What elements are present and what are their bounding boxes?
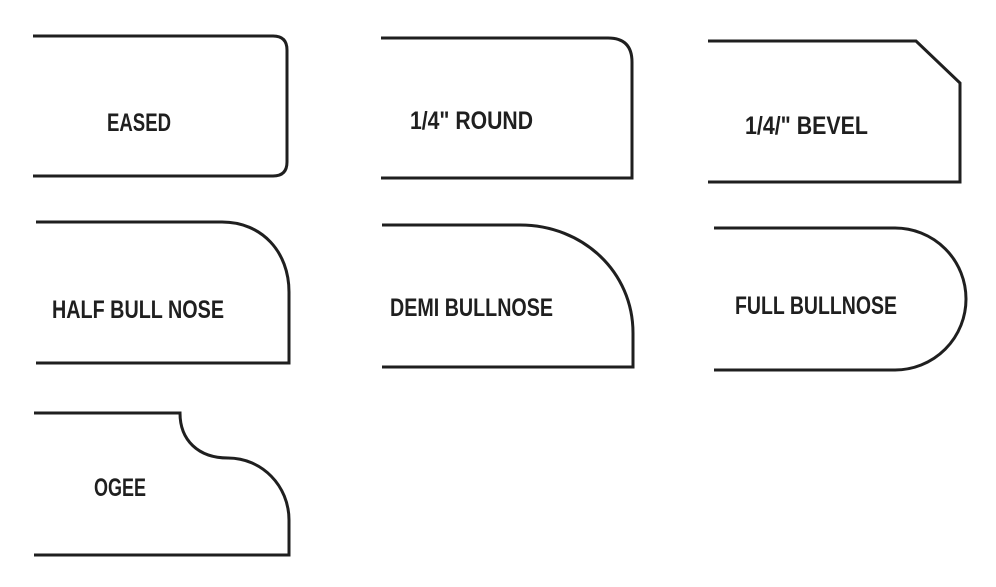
profile-quarter-bevel: 1/4/" BEVEL — [708, 39, 962, 184]
profile-demi-bullnose: DEMI BULLNOSE — [382, 223, 635, 369]
profile-half-bull-nose: HALF BULL NOSE — [36, 220, 291, 365]
eased-edge-outline — [33, 34, 289, 178]
eased-label: EASED — [107, 109, 171, 137]
profile-eased: EASED — [33, 34, 289, 178]
quarter-bevel-edge-outline — [708, 39, 962, 184]
demi-bullnose-edge-outline — [382, 223, 635, 369]
full-bullnose-label: FULL BULLNOSE — [735, 292, 897, 320]
profile-ogee: OGEE — [34, 411, 291, 557]
quarter-bevel-label: 1/4/" BEVEL — [745, 112, 868, 140]
half-bull-nose-edge-outline — [36, 220, 291, 365]
quarter-round-label: 1/4" ROUND — [410, 107, 533, 135]
profile-full-bullnose: FULL BULLNOSE — [714, 226, 968, 372]
profile-quarter-round: 1/4" ROUND — [381, 36, 634, 180]
quarter-round-edge-outline — [381, 36, 634, 180]
full-bullnose-edge-outline — [714, 226, 968, 372]
demi-bullnose-label: DEMI BULLNOSE — [390, 294, 553, 322]
half-bull-nose-label: HALF BULL NOSE — [52, 296, 224, 324]
ogee-label: OGEE — [94, 474, 146, 502]
ogee-edge-outline — [34, 411, 291, 557]
